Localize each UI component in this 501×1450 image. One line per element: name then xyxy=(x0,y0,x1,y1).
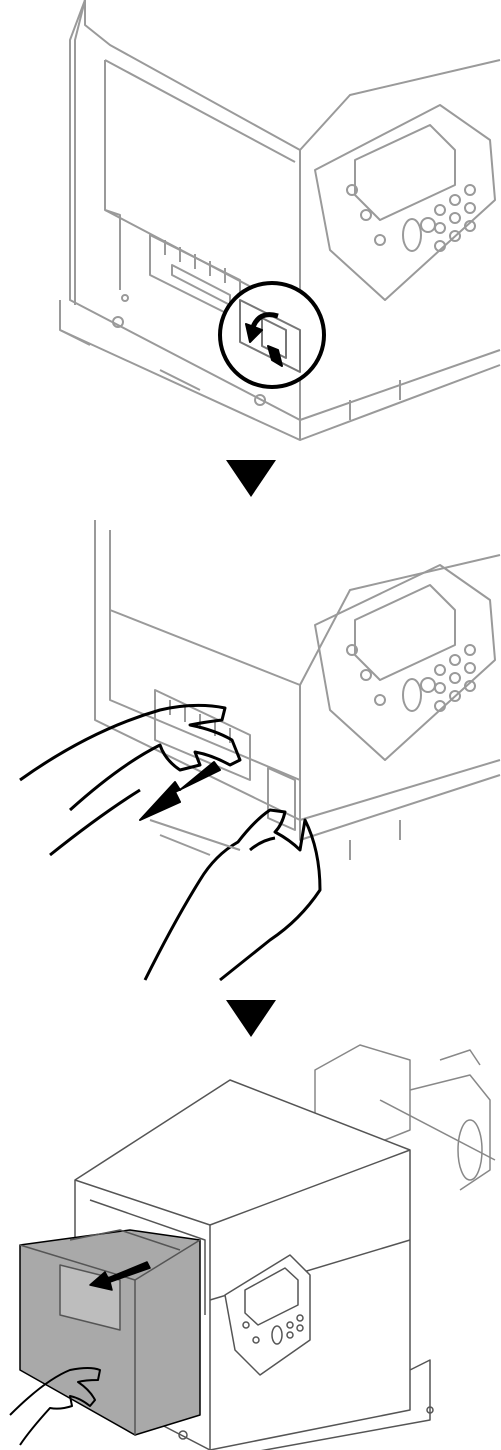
next-step-arrow-2 xyxy=(0,995,501,1045)
step-1-panel xyxy=(0,0,501,445)
control-panel xyxy=(315,105,495,300)
left-hand xyxy=(20,705,240,855)
next-step-arrow-1 xyxy=(0,455,501,505)
step-3-panel xyxy=(0,1040,501,1450)
control-panel xyxy=(315,565,495,760)
ink-drawer xyxy=(20,1230,200,1435)
right-hand xyxy=(145,810,320,980)
step-2-panel xyxy=(0,520,501,990)
lever-callout xyxy=(220,283,324,387)
